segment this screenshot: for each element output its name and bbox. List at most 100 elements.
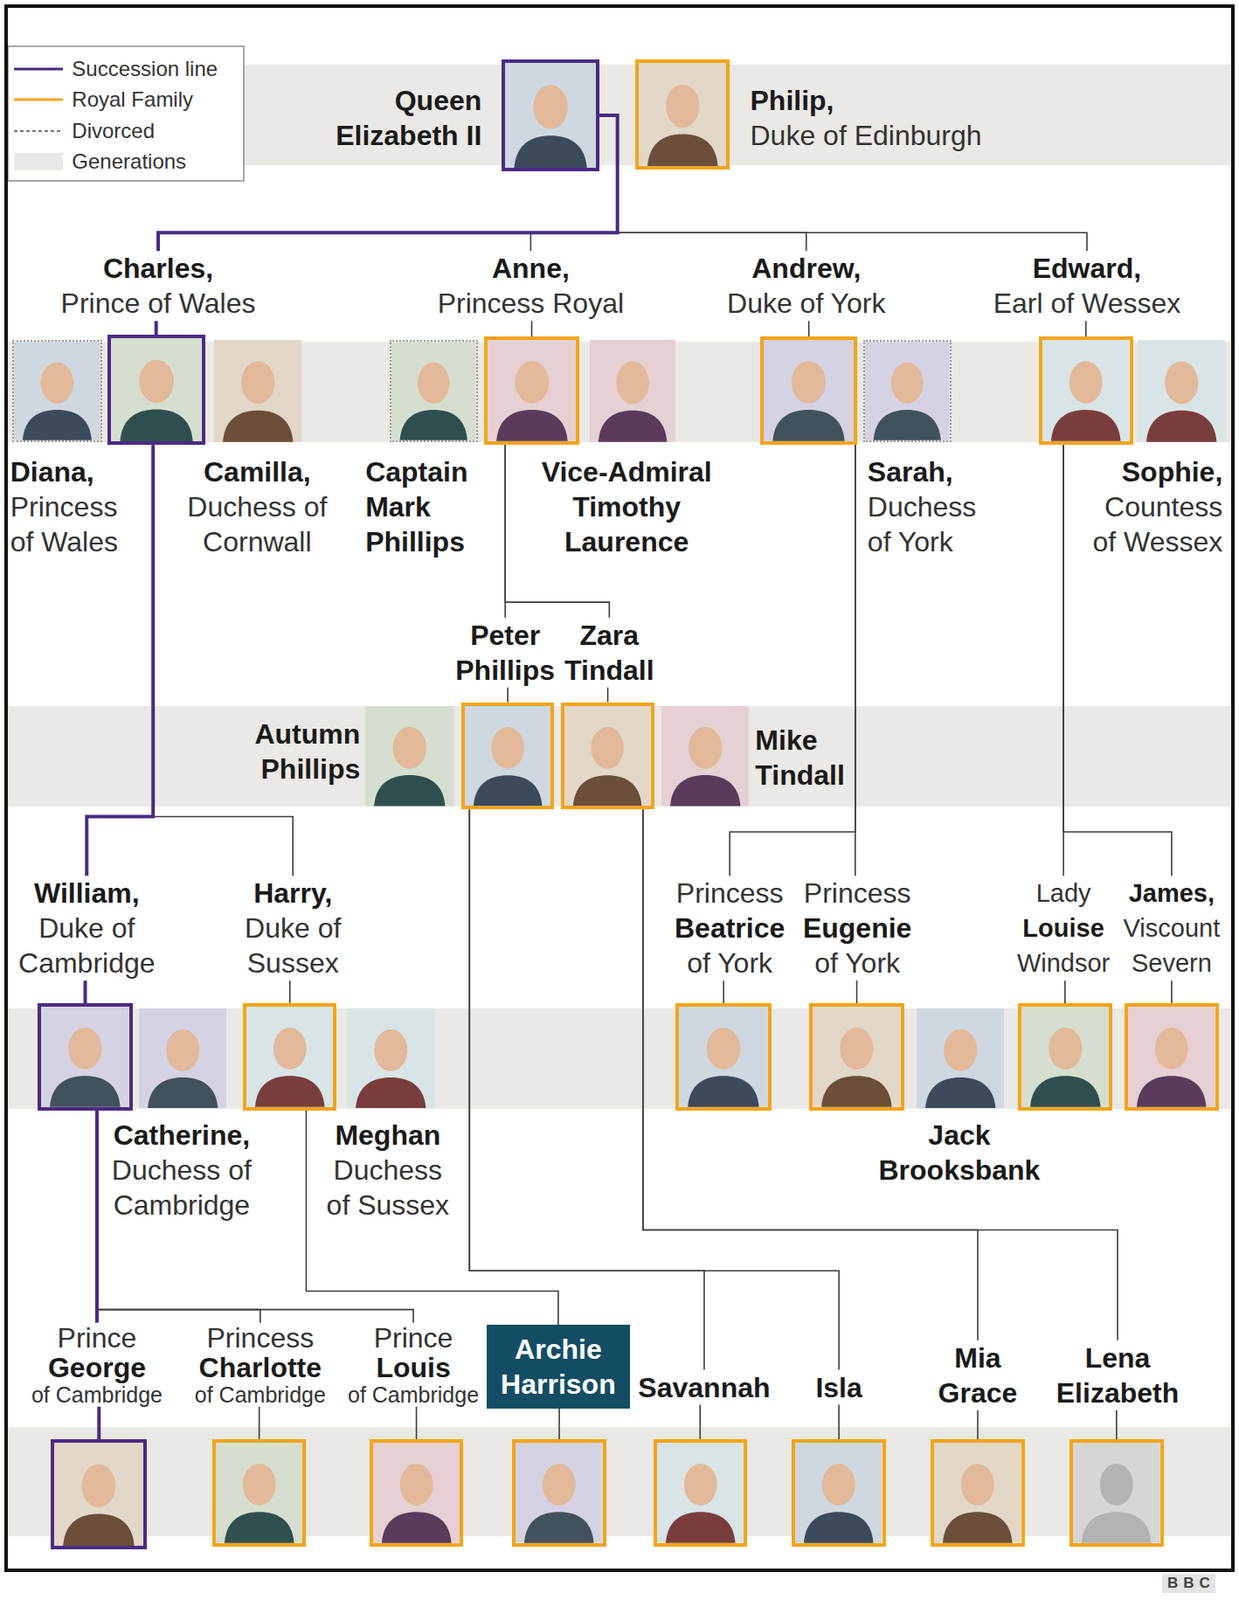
person-node: Philip,Duke of Edinburgh: [635, 59, 1017, 170]
portrait-frame: [242, 1003, 337, 1111]
portrait-head: [68, 1027, 102, 1070]
person-node: Queen Elizabeth II: [297, 59, 600, 172]
stem-group: [85, 320, 1172, 1440]
portrait-head: [1048, 1027, 1082, 1070]
family-line: [854, 444, 857, 876]
person-name: Captain Mark Phillips: [365, 454, 480, 560]
person-name: Vice-Admiral Timothy Laurence: [532, 454, 721, 560]
stem-line: [1170, 980, 1173, 1004]
portrait-head: [41, 362, 75, 404]
person-title: Princess of Wales: [10, 489, 128, 560]
family-line: [305, 1110, 559, 1325]
person-node: Mike Tindall: [661, 706, 852, 806]
portrait-background: [1072, 1442, 1160, 1544]
person-name: Beatrice: [668, 910, 791, 946]
person-name: Lena Elizabeth: [1040, 1340, 1194, 1411]
portrait-shoulders: [821, 1075, 893, 1107]
person-title: Duke of York: [693, 285, 919, 321]
portrait-shoulders: [496, 409, 568, 442]
stem-line: [856, 980, 859, 1004]
portrait-placeholder: [464, 706, 551, 807]
person-node: Lena Elizabeth: [1040, 1340, 1194, 1547]
portrait-frame: [809, 1003, 905, 1111]
portrait-head: [683, 1463, 717, 1506]
portrait-background: [373, 1442, 460, 1544]
portrait-head: [241, 360, 275, 404]
portrait-head: [961, 1463, 995, 1506]
portrait-placeholder: [1021, 1006, 1110, 1108]
stem-line: [96, 1406, 101, 1440]
person-title: of Cambridge: [341, 1382, 485, 1407]
portrait-head: [166, 1029, 200, 1072]
portrait-frame: [484, 336, 581, 445]
stem-line: [415, 1406, 418, 1440]
stem-line: [258, 1406, 261, 1440]
person-name: Sarah,: [867, 454, 1001, 490]
stem-line: [506, 687, 509, 703]
portrait-placeholder: [1128, 1006, 1215, 1108]
name-label: Queen Elizabeth II: [297, 83, 482, 153]
portrait-frame: [916, 1008, 1004, 1108]
stem-line: [289, 980, 291, 1004]
stem-line: [607, 687, 610, 703]
portrait-frame: [635, 59, 731, 170]
portrait-shoulders: [400, 409, 468, 441]
name-label: Peter Phillips: [449, 617, 561, 688]
name-label: Sarah,Duchess of York: [867, 454, 1001, 560]
portrait-frame: [107, 334, 206, 445]
person-name: George: [20, 1352, 174, 1383]
portrait-placeholder: [487, 339, 577, 442]
stem-line: [837, 1405, 840, 1440]
person-title: Duke of Cambridge: [10, 910, 164, 981]
portrait-placeholder: [812, 1006, 901, 1108]
portrait-shoulders: [49, 1075, 121, 1107]
portrait-shoulders: [355, 1077, 426, 1108]
stem-line: [976, 1410, 979, 1440]
portrait-head: [1164, 360, 1198, 404]
portrait-background: [464, 706, 551, 807]
person-node: PrincessCharlotteof Cambridge: [183, 1322, 337, 1547]
name-label: Mike Tindall: [754, 722, 852, 793]
legend-entry: Divorced: [13, 117, 155, 145]
name-label: James,Viscount Severn: [1115, 875, 1228, 981]
portrait-frame: [661, 706, 749, 806]
portrait-shoulders: [22, 409, 92, 441]
person-name: Eugenie: [796, 910, 919, 946]
stem-line: [154, 320, 159, 335]
portrait-frame: [138, 1008, 227, 1108]
person-name: Mia Grace: [921, 1340, 1034, 1411]
portrait-frame: [1137, 339, 1226, 443]
family-line: [96, 1110, 261, 1323]
portrait-background: [365, 706, 455, 806]
portrait-shoulders: [670, 775, 741, 806]
portrait-head: [591, 726, 624, 769]
portrait-background: [763, 339, 854, 442]
portrait-background: [589, 339, 676, 443]
name-label: Anne,Princess Royal: [408, 250, 653, 321]
person-node: Autumn Phillips: [217, 706, 455, 806]
portrait-head: [943, 1029, 977, 1072]
portrait-head: [1100, 1463, 1134, 1506]
person-node: Zara Tindall: [553, 617, 665, 810]
portrait-shoulders: [147, 1077, 218, 1108]
stem-line: [1064, 980, 1066, 1004]
portrait-shoulders: [1136, 1075, 1207, 1107]
person-name: Anne,: [408, 250, 653, 286]
person-node: Peter Phillips: [449, 617, 561, 810]
legend-entry: Royal Family: [13, 86, 194, 113]
portrait-placeholder: [916, 1008, 1004, 1108]
portrait-placeholder: [365, 706, 455, 806]
portrait-placeholder: [214, 339, 302, 443]
portrait-background: [1021, 1006, 1110, 1108]
legend-text: Succession line: [71, 55, 218, 83]
portrait-background: [795, 1442, 882, 1544]
person-node: Sarah,Duchess of York: [863, 339, 1001, 560]
portrait-background: [13, 341, 101, 441]
person-name: James,: [1115, 875, 1228, 911]
person-name: Meghan: [321, 1117, 455, 1153]
portrait-background: [678, 1006, 769, 1108]
portrait-frame: [212, 1439, 306, 1547]
portrait-head: [514, 361, 549, 404]
portrait-head: [688, 726, 722, 769]
